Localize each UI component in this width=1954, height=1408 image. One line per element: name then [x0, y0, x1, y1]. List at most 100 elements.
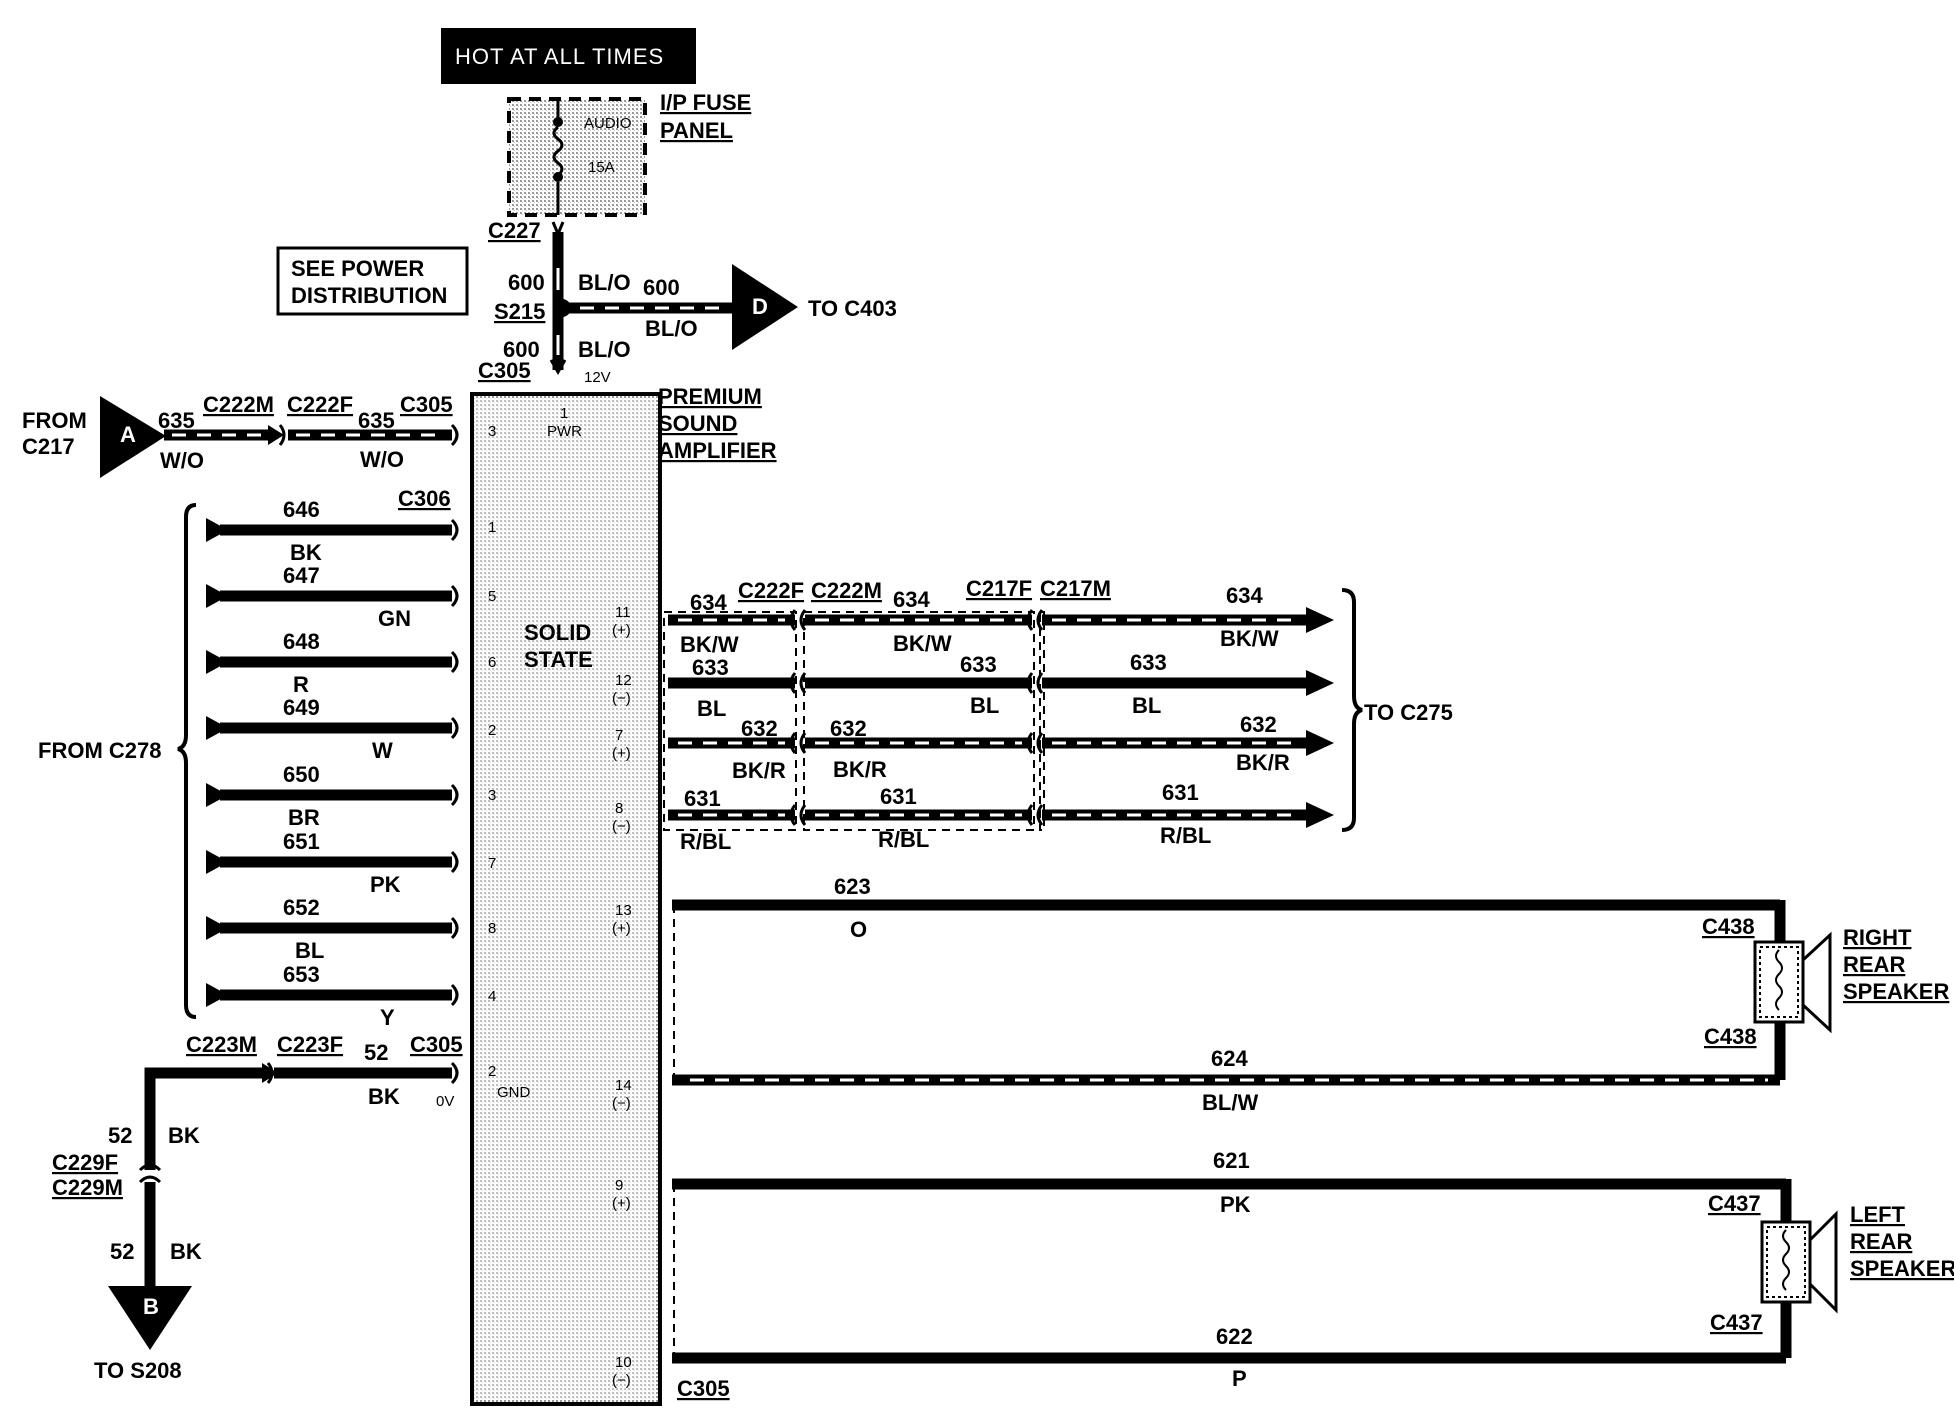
right-output-wires: 634BK/W634BK/W634BK/W633BL633BL633BL632B…: [663, 583, 1334, 854]
input-connector: [450, 850, 459, 874]
fuse-rating: 15A: [588, 159, 615, 176]
see-power-text-1: SEE POWER: [291, 256, 424, 281]
speaker-wire-color: PK: [1220, 1192, 1251, 1217]
c438-label-top: C438: [1702, 914, 1755, 939]
c305-power-connector: [549, 359, 567, 375]
fuse-panel-label-1: I/P FUSE: [660, 90, 751, 115]
shield-box: [1039, 611, 1045, 831]
amp-title-2: SOUND: [658, 411, 737, 436]
input-connector: [450, 716, 459, 740]
speaker-wire-num: 623: [834, 874, 871, 899]
amp-title-1: PREMIUM: [658, 384, 762, 409]
amp-left-pin: 8: [488, 920, 496, 937]
amp-right-pin-polarity: (+): [612, 920, 631, 937]
input-wire-num: 653: [283, 962, 320, 987]
input-wire-num: 646: [283, 497, 320, 522]
gnd-wire-num: 52: [364, 1040, 388, 1065]
left-speaker-label-1: LEFT: [1850, 1202, 1906, 1227]
from-c217-label-1: FROM: [22, 408, 87, 433]
output-arrow: [1306, 730, 1334, 756]
input-wire-color: GN: [378, 606, 411, 631]
amp-right-pin-polarity: (+): [612, 1195, 631, 1212]
ip-fuse-panel: AUDIO 15A: [507, 97, 647, 217]
amp-pwr-label: PWR: [547, 423, 582, 440]
left-rear-speaker-icon: [1760, 1210, 1838, 1314]
shield-box: [803, 611, 1035, 831]
input-arrow: [206, 850, 228, 874]
c305-label-a: C305: [400, 392, 453, 417]
from-c217-label-2: C217: [22, 434, 75, 459]
output-color-1: BK/W: [680, 632, 739, 657]
c229m-label: C229M: [52, 1175, 123, 1200]
input-wire-color: BR: [288, 805, 320, 830]
input-wire-num: 649: [283, 695, 320, 720]
speaker-wire-num: 624: [1211, 1046, 1248, 1071]
amp-left-pin: 2: [488, 722, 496, 739]
c217m-label: C217M: [1040, 576, 1111, 601]
hot-banner-text: HOT AT ALL TIMES: [455, 44, 664, 69]
c306-label: C306: [398, 486, 451, 511]
output-color-3: BK/R: [1236, 750, 1290, 775]
fuse-panel-label-2: PANEL: [660, 118, 733, 143]
offpage-a-triangle: [100, 396, 166, 478]
input-arrow: [206, 518, 228, 542]
v0-label: 0V: [436, 1093, 454, 1110]
hot-at-all-times-banner: HOT AT ALL TIMES: [441, 28, 696, 84]
amp-left-pin: 4: [488, 988, 496, 1005]
input-arrow: [206, 584, 228, 608]
amp-right-pin-num: 14: [615, 1077, 632, 1094]
amp-pin-top: 1: [560, 405, 568, 422]
amp-right-pin-num: 13: [615, 902, 632, 919]
to-c403-label: TO C403: [808, 296, 897, 321]
speaker-wire-num: 622: [1216, 1324, 1253, 1349]
input-wire-num: 648: [283, 629, 320, 654]
amp-right-pin-polarity: (+): [612, 745, 631, 762]
input-connector: [450, 650, 459, 674]
input-arrow: [206, 916, 228, 940]
output-arrow: [1306, 670, 1334, 696]
w635-color-b: W/O: [360, 447, 404, 472]
amp-right-pin-num: 10: [615, 1354, 632, 1371]
to-s208-label: TO S208: [94, 1358, 182, 1383]
input-wire-color: Y: [380, 1005, 395, 1030]
speaker-wire-color: P: [1232, 1366, 1247, 1391]
from-c278-label: FROM C278: [38, 738, 161, 763]
c223f-label: C223F: [277, 1032, 343, 1057]
s215-label: S215: [494, 299, 545, 324]
c305-label-bottom: C305: [677, 1376, 730, 1401]
see-power-text-2: DISTRIBUTION: [291, 283, 447, 308]
left-speaker-label-2: REAR: [1850, 1229, 1912, 1254]
offpage-b-letter: B: [143, 1294, 159, 1319]
output-color-2: BK/W: [893, 631, 952, 656]
amp-right-pin-polarity: (−): [612, 1372, 631, 1389]
amp-right-pins: 11(+)12(−)7(+)8(−)13(+)14(−)9(+)10(−): [612, 604, 632, 1389]
output-num-1: 634: [690, 590, 727, 615]
output-color-1: BL: [697, 696, 726, 721]
input-arrow: [206, 650, 228, 674]
output-color-2: R/BL: [878, 827, 929, 852]
shield-box: [663, 611, 797, 831]
c229f-label: C229F: [52, 1150, 118, 1175]
input-wire-color: W: [372, 738, 393, 763]
offpage-a-letter: A: [120, 422, 136, 447]
c227-label: C227: [488, 218, 541, 243]
output-num-3: 633: [1130, 650, 1167, 675]
amp-left-pin: 5: [488, 588, 496, 605]
c222f-label-right: C222F: [738, 578, 804, 603]
input-wire-color: R: [293, 672, 309, 697]
amp-left-pin: 3: [488, 423, 496, 440]
amp-body-2: STATE: [524, 647, 593, 672]
amp-right-pin-num: 8: [615, 800, 623, 817]
c437-label-top: C437: [1708, 1191, 1761, 1216]
